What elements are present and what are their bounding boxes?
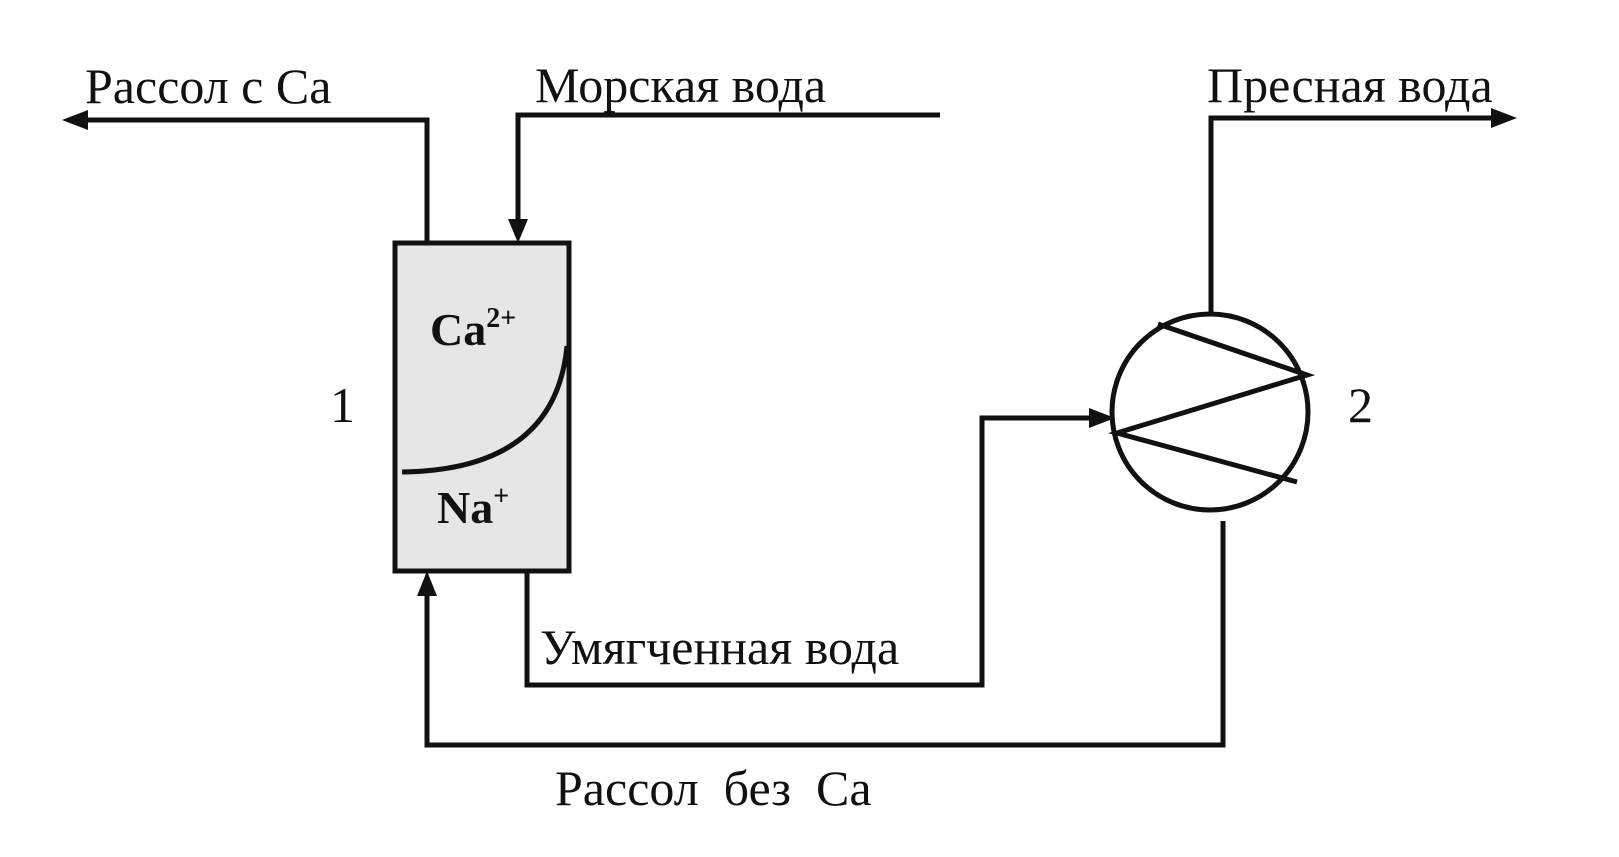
desalinator-number: 2 [1348, 377, 1373, 433]
softened-water-arrow [1089, 408, 1115, 428]
sea-water-line [515, 112, 940, 222]
column-separation-curve [401, 345, 570, 475]
fresh-water-line [1208, 115, 1493, 314]
brine-with-ca-line [85, 117, 430, 243]
sea-water-arrow [508, 219, 528, 243]
sea-water-label: Морская вода [535, 57, 826, 113]
ion-top-label: Ca2+ [430, 303, 516, 355]
brine-with-ca-label: Рассол с Са [85, 58, 331, 114]
softened-water-label: Умягченная вода [540, 619, 899, 675]
brine-without-ca-arrow [417, 571, 437, 596]
fresh-water-arrow [1491, 108, 1517, 128]
desalination-unit-zigzag [1107, 321, 1316, 485]
softened-water-line [524, 415, 1090, 688]
brine-with-ca-arrow [62, 110, 88, 130]
column-number: 1 [330, 377, 355, 433]
brine-without-ca-line [424, 521, 1226, 748]
fresh-water-label: Пресная вода [1207, 57, 1493, 113]
ion-bottom-label: Na+ [437, 481, 509, 533]
ion-exchange-column [392, 240, 572, 574]
brine-without-ca-label: Рассол без Са [555, 760, 872, 816]
